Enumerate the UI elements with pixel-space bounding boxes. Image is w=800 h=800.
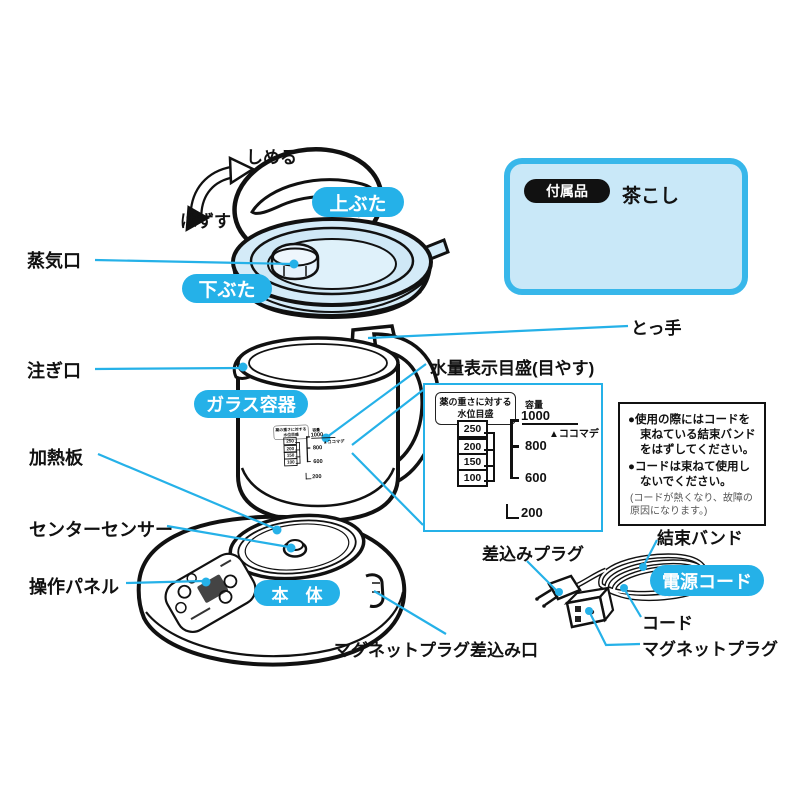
center-sensor-label: センターセンサー xyxy=(29,520,173,540)
capacity-200: 200 xyxy=(521,505,543,520)
handle-label: とっ手 xyxy=(631,319,682,338)
spout-label: 注ぎ口 xyxy=(27,361,81,381)
ac-plug-label: 差込みプラグ xyxy=(482,545,584,564)
steam-vent-label: 蒸気口 xyxy=(27,251,81,271)
accessory-box: 付属品 茶こし xyxy=(504,158,748,295)
lower-lid-label: 下ぶた xyxy=(182,274,272,303)
scale-content: 薬の重さに対する 水位目盛 250 200 150 100 容量 1000 ▲コ… xyxy=(425,385,601,530)
weight-100: 100 xyxy=(457,469,488,487)
rotate-arrow-icon xyxy=(185,155,256,232)
cord-label: コード xyxy=(642,614,693,633)
water-scale-label: 水量表示目盛(目やす) xyxy=(430,359,595,378)
accessory-badge: 付属品 xyxy=(524,179,610,203)
capacity-600: 600 xyxy=(525,470,547,485)
weight-250: 250 xyxy=(457,420,488,438)
cord-notice-box: ●使用の際にはコードを束ねている結束バンドをはずしてください。 ●コードは束ねて… xyxy=(618,402,766,526)
control-panel-label: 操作パネル xyxy=(29,577,119,597)
close-direction-label: しめる xyxy=(246,148,297,167)
water-scale-callout-box: 薬の重さに対する 水位目盛 250 200 150 100 容量 1000 ▲コ… xyxy=(423,383,603,532)
notice-bullet-1: ●使用の際にはコードを束ねている結束バンドをはずしてください。 xyxy=(628,414,756,456)
scale-caption-line1: 薬の重さに対する xyxy=(439,397,512,408)
accessory-item-label: 茶こし xyxy=(622,186,680,207)
capacity-1000: 1000 xyxy=(521,408,550,423)
min-level-mark xyxy=(506,504,519,519)
lower-lid-art xyxy=(231,217,450,320)
capacity-label: 容量 xyxy=(525,400,544,410)
cable-band-label: 結束バンド xyxy=(657,529,743,548)
scale-caption-line2: 水位目盛 xyxy=(457,408,494,419)
magnet-plug-socket-label: マグネットプラグ差込み口 xyxy=(334,641,538,660)
glass-container-label: ガラス容器 xyxy=(194,390,308,418)
upper-lid-label: 上ぶた xyxy=(312,187,404,217)
capacity-800: 800 xyxy=(525,438,547,453)
glass-printed-scale: 薬の重さに対する 水位目盛 250 200 150 100 容量 1000 ▲コ… xyxy=(269,420,347,485)
magnet-plug-label: マグネットプラグ xyxy=(642,640,778,659)
notice-bullet-2: ●コードは束ねて使用しないでください。 xyxy=(628,460,750,488)
remove-direction-label: はずす xyxy=(180,212,231,231)
heating-plate-label: 加熱板 xyxy=(29,448,83,468)
leader-lines xyxy=(94,258,658,647)
leader-dots xyxy=(201,259,647,615)
notice-note: (コードが熱くなり、故障の原因になります。) xyxy=(630,492,753,517)
koko-made-label: ▲ココマデ xyxy=(549,429,599,440)
power-cord-label: 電源コード xyxy=(650,565,764,596)
main-body-label: 本 体 xyxy=(254,580,340,606)
